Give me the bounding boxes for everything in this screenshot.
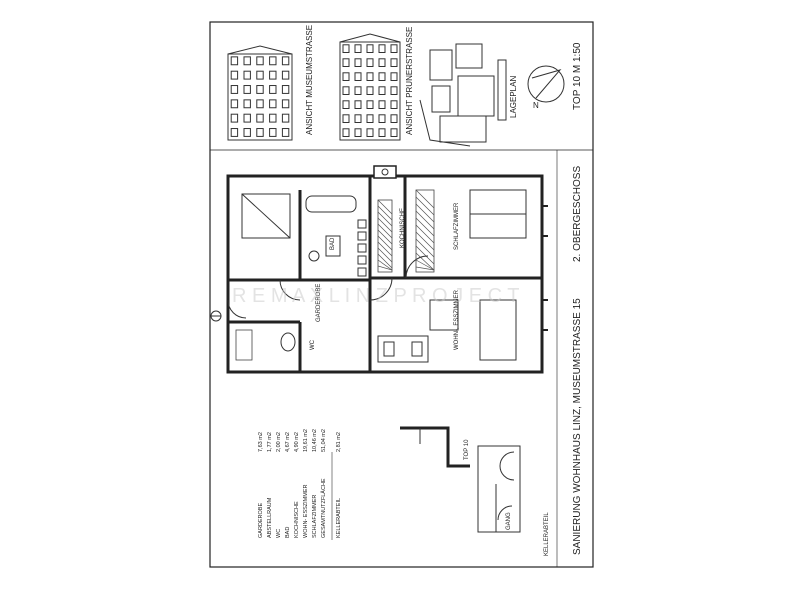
area-schedule: GARDEROBE 7,63 m2 ABSTELLRAUM 1,77 m2 WC 2,00… — [258, 429, 342, 540]
watermark: R E M A X L I N Z P R O J E C T — [232, 285, 519, 307]
schedule-label: GESAMTNUTZFLÄCHE — [320, 478, 327, 538]
north-label: N — [533, 101, 539, 110]
elevation-museumstrasse — [227, 45, 293, 141]
room-label-bad: BAD — [330, 237, 336, 250]
cellar-corridor-label: GANG — [506, 512, 512, 530]
schedule-label: GARDEROBE — [258, 503, 264, 538]
room-label-wc: WC — [310, 339, 316, 350]
schedule-value: 4,90 m2 — [294, 432, 300, 452]
schedule-value: 51,04 m2 — [321, 429, 327, 452]
schedule-label: WC — [276, 529, 282, 538]
cellar-storage-label: KELLERABTEIL — [544, 512, 550, 556]
room-label-schlafzimmer: SCHLAFZIMMER — [454, 202, 460, 250]
project-title: SANIERUNG WOHNHAUS LINZ, MUSEUMSTRASSE 1… — [572, 298, 583, 555]
elevation-prunerstrasse — [339, 33, 401, 141]
cellar-plan — [400, 426, 521, 533]
sheet-frame — [209, 21, 594, 568]
schedule-value: 2,00 m2 — [276, 432, 282, 452]
elevation-prunerstrasse-label: ANSICHT PRUNERSTRASSE — [405, 27, 414, 135]
schedule-label: BAD — [285, 527, 291, 538]
schedule-value: 4,67 m2 — [285, 432, 291, 452]
schedule-value: 7,63 m2 — [258, 432, 264, 452]
elevation-museumstrasse-label: ANSICHT MUSEUMSTRASSE — [305, 25, 314, 135]
schedule-label: ABSTELLRAUM — [267, 497, 273, 538]
unit-scale-title: TOP 10 M 1:50 — [572, 42, 583, 110]
schedule-label: WOHN- ESSZIMMER — [303, 485, 309, 538]
room-label-kochnische: KOCHNISCHE — [400, 208, 406, 248]
schedule-value: 19,61 m2 — [303, 429, 309, 452]
apartment-plan — [210, 165, 548, 374]
site-plan-label: LAGEPLAN — [509, 76, 518, 118]
schedule-value: 10,46 m2 — [312, 429, 318, 452]
floor-title: 2. OBERGESCHOSS — [572, 166, 583, 262]
site-plan — [419, 43, 507, 147]
room-label-wohn-esszimmer: WOHN-, ESSZIMMER — [454, 289, 460, 350]
schedule-value: 2,81 m2 — [336, 432, 342, 452]
schedule-label: KOCHNISCHE — [294, 501, 300, 538]
schedule-value: 1,77 m2 — [267, 432, 273, 452]
schedule-label: KELLERABTEIL — [336, 498, 342, 538]
cellar-unit-label: TOP 10 — [464, 439, 470, 460]
schedule-label: SCHLAFZIMMER — [312, 495, 318, 538]
north-arrow-icon: N — [527, 65, 565, 110]
room-label-garderobe: GARDEROBE — [316, 284, 322, 322]
